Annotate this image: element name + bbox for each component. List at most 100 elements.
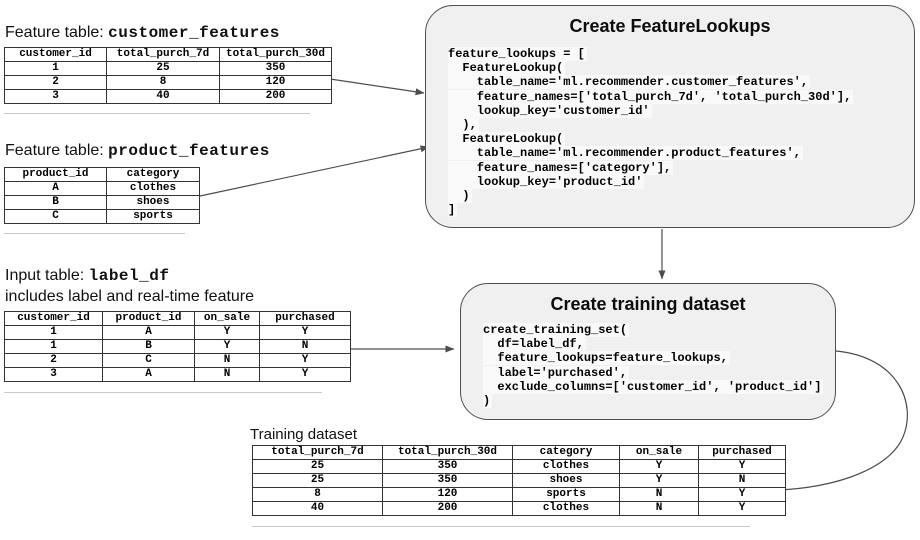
- arrow-training-box-to-training-dataset: [757, 350, 908, 494]
- code-line: FeatureLookup(: [448, 61, 566, 76]
- column-header: total_purch_30d: [219, 47, 332, 62]
- table-ghost-line: [252, 526, 750, 527]
- featurelookups-code-block: feature_lookups = [ FeatureLookup( table…: [448, 47, 854, 218]
- column-header: purchased: [698, 445, 786, 460]
- table-cell: Y: [698, 501, 786, 516]
- table-cell: Y: [619, 473, 699, 488]
- code-line: feature_names=['total_purch_7d', 'total_…: [448, 89, 854, 104]
- table-ghost-line: [4, 113, 310, 114]
- table-cell: N: [619, 487, 699, 502]
- customer-table-title-prefix: Feature table:: [5, 24, 109, 41]
- table-cell: Y: [259, 367, 351, 382]
- code-line: exclude_columns=['customer_id', 'product…: [483, 379, 824, 394]
- table-cell: N: [194, 353, 260, 368]
- create-training-dataset-box: Create training dataset create_training_…: [460, 283, 836, 420]
- column-header: on_sale: [194, 311, 260, 326]
- table-cell: Y: [259, 353, 351, 368]
- product-table-title: Feature table: product_features: [5, 141, 270, 161]
- table-cell: 200: [382, 501, 513, 516]
- table-cell: C: [4, 209, 107, 224]
- table-cell: shoes: [512, 473, 620, 488]
- table-cell: Y: [698, 459, 786, 474]
- label-table-title-code: label_df: [88, 267, 170, 285]
- table-cell: shoes: [106, 195, 200, 210]
- table-cell: 120: [382, 487, 513, 502]
- create-training-dataset-box-title: Create training dataset: [550, 294, 746, 314]
- table-cell: A: [4, 181, 107, 196]
- code-line: feature_lookups = [: [448, 47, 587, 61]
- table-cell: B: [4, 195, 107, 210]
- table-cell: 25: [252, 459, 383, 474]
- table-cell: C: [102, 353, 195, 368]
- table-cell: N: [698, 473, 786, 488]
- table-cell: 3: [4, 89, 107, 104]
- training-dataset-title: Training dataset: [250, 426, 358, 443]
- column-header: on_sale: [619, 445, 699, 460]
- arrow-product-table-to-lookups: [185, 145, 430, 200]
- column-header: customer_id: [4, 47, 107, 62]
- create-featurelookups-box-title: Create FeatureLookups: [569, 16, 771, 36]
- training-dataset-code-block: create_training_set( df=label_df, featur…: [483, 323, 824, 409]
- table-cell: 1: [4, 339, 103, 354]
- table-cell: 2: [4, 353, 103, 368]
- table-cell: Y: [698, 487, 786, 502]
- code-line: ]: [448, 203, 458, 218]
- table-cell: N: [194, 367, 260, 382]
- table-cell: 120: [219, 75, 332, 90]
- code-line: table_name='ml.recommender.product_featu…: [448, 146, 803, 161]
- table-cell: A: [102, 325, 195, 340]
- table-cell: clothes: [512, 501, 620, 516]
- table-cell: 8: [106, 75, 220, 90]
- label-table-title-prefix: Input table:: [5, 267, 89, 284]
- column-header: product_id: [102, 311, 195, 326]
- table-cell: 3: [4, 367, 103, 382]
- create-featurelookups-box: Create FeatureLookups feature_lookups = …: [425, 5, 915, 228]
- table-cell: 25: [106, 61, 220, 76]
- column-header: category: [106, 167, 200, 182]
- code-line: feature_names=['category'],: [448, 160, 674, 175]
- table-cell: 350: [219, 61, 332, 76]
- table-cell: 1: [4, 61, 107, 76]
- table-cell: sports: [512, 487, 620, 502]
- table-cell: B: [102, 339, 195, 354]
- table-cell: 25: [252, 473, 383, 488]
- table-cell: 8: [252, 487, 383, 502]
- column-header: product_id: [4, 167, 107, 182]
- table-cell: 2: [4, 75, 107, 90]
- table-cell: 1: [4, 325, 103, 340]
- column-header: category: [512, 445, 620, 460]
- code-line: df=label_df,: [483, 337, 586, 352]
- table-ghost-line: [4, 392, 322, 393]
- code-line: create_training_set(: [483, 323, 630, 337]
- code-line: lookup_key='customer_id': [448, 103, 652, 118]
- table-cell: 200: [219, 89, 332, 104]
- code-line: ): [483, 394, 493, 409]
- code-line: lookup_key='product_id': [448, 174, 645, 189]
- table-cell: clothes: [106, 181, 200, 196]
- table-cell: Y: [259, 325, 351, 340]
- product-table-title-prefix: Feature table:: [5, 142, 109, 159]
- column-header: total_purch_30d: [382, 445, 513, 460]
- table-cell: N: [259, 339, 351, 354]
- table-cell: clothes: [512, 459, 620, 474]
- label-table-subtitle: includes label and real-time feature: [5, 288, 255, 305]
